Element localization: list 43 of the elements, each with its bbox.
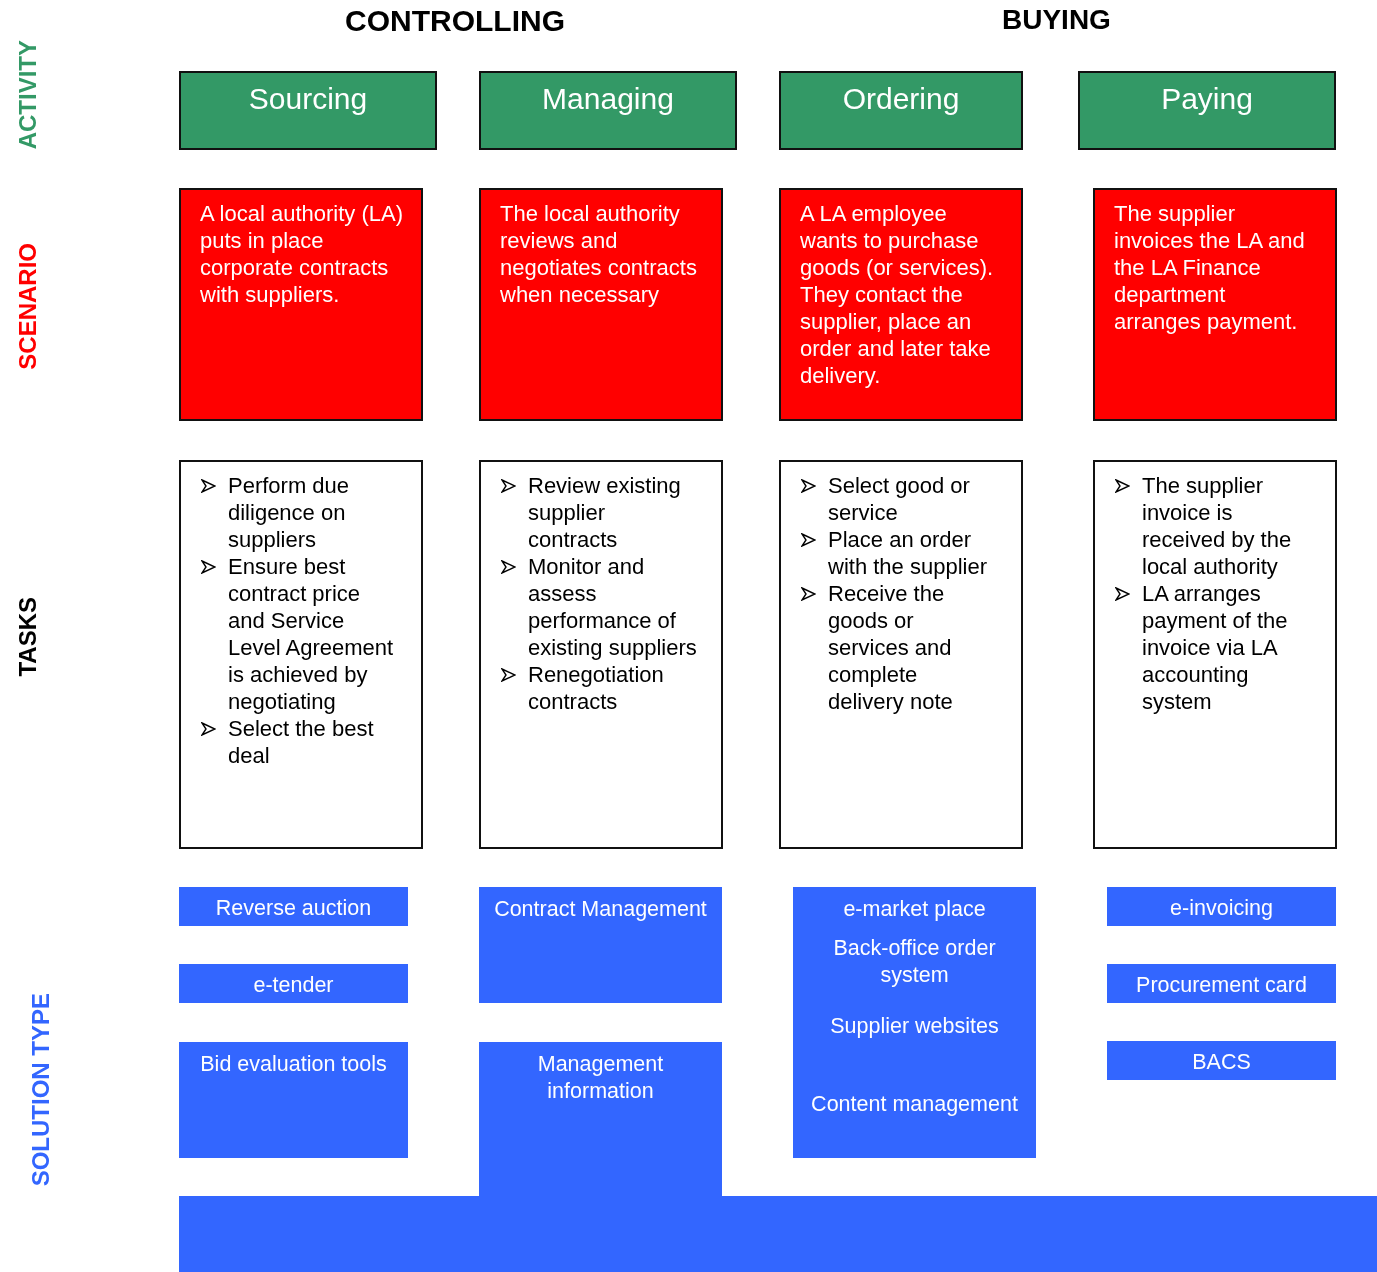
solution-box: Contract Management (479, 887, 722, 1003)
solution-label: Supplier websites (829, 1013, 1000, 1040)
row-heading: ACTIVITY (14, 40, 42, 150)
activity-header: Paying (1078, 71, 1336, 150)
column-group-heading: CONTROLLING (345, 4, 565, 38)
solution-box: Bid evaluation tools (179, 1042, 408, 1158)
task-box (479, 460, 723, 849)
row-heading: TASKS (14, 597, 42, 677)
task-item: Monitor and assess performance of existing suppliers (528, 553, 698, 661)
task-item: Select the best deal (228, 715, 375, 769)
task-box (179, 460, 423, 849)
solution-label: Back-office order system (832, 935, 997, 989)
activity-header: Sourcing (179, 71, 437, 150)
activity-header: Ordering (779, 71, 1023, 150)
solution-label: e-market place (842, 896, 987, 923)
scenario-box: The supplier invoices the LA and the LA Finance department arranges payment. (1093, 188, 1337, 421)
task-item: LA arranges payment of the invoice via LA accounting system (1142, 580, 1289, 715)
solution-box (793, 887, 1036, 1158)
row-heading: SCENARIO (14, 243, 42, 370)
solution-box: Reverse auction (179, 887, 408, 926)
task-box (779, 460, 1023, 849)
row-heading: SOLUTION TYPE (27, 993, 55, 1187)
task-item: The supplier invoice is received by the local authority (1142, 472, 1293, 580)
activity-header: Managing (479, 71, 737, 150)
solution-box: BACS (1107, 1041, 1336, 1080)
task-item: Select good or service (828, 472, 971, 526)
task-box (1093, 460, 1337, 849)
solution-box: Management information (479, 1042, 722, 1198)
solution-band (179, 1196, 1377, 1272)
solution-box: Procurement card (1107, 964, 1336, 1003)
solution-box: e-invoicing (1107, 887, 1336, 926)
task-item: Place an order with the supplier (828, 526, 988, 580)
column-group-heading: BUYING (1002, 4, 1111, 36)
task-item: Ensure best contract price and Service Level Agreement is achieved by negotiating (228, 553, 395, 715)
scenario-box: A LA employee wants to purchase goods (or services). They contact the supplier, place an order and later take delivery. (779, 188, 1023, 421)
task-item: Receive the goods or services and complete delivery note (828, 580, 954, 715)
solution-label: Content management (810, 1091, 1019, 1118)
task-item: Perform due diligence on suppliers (228, 472, 351, 553)
solution-box: e-tender (179, 964, 408, 1003)
task-item: Renegotiation contracts (528, 661, 665, 715)
scenario-box: The local authority reviews and negotiates contracts when necessary (479, 188, 723, 421)
scenario-box: A local authority (LA) puts in place corporate contracts with suppliers. (179, 188, 423, 421)
task-item: Review existing supplier contracts (528, 472, 682, 553)
